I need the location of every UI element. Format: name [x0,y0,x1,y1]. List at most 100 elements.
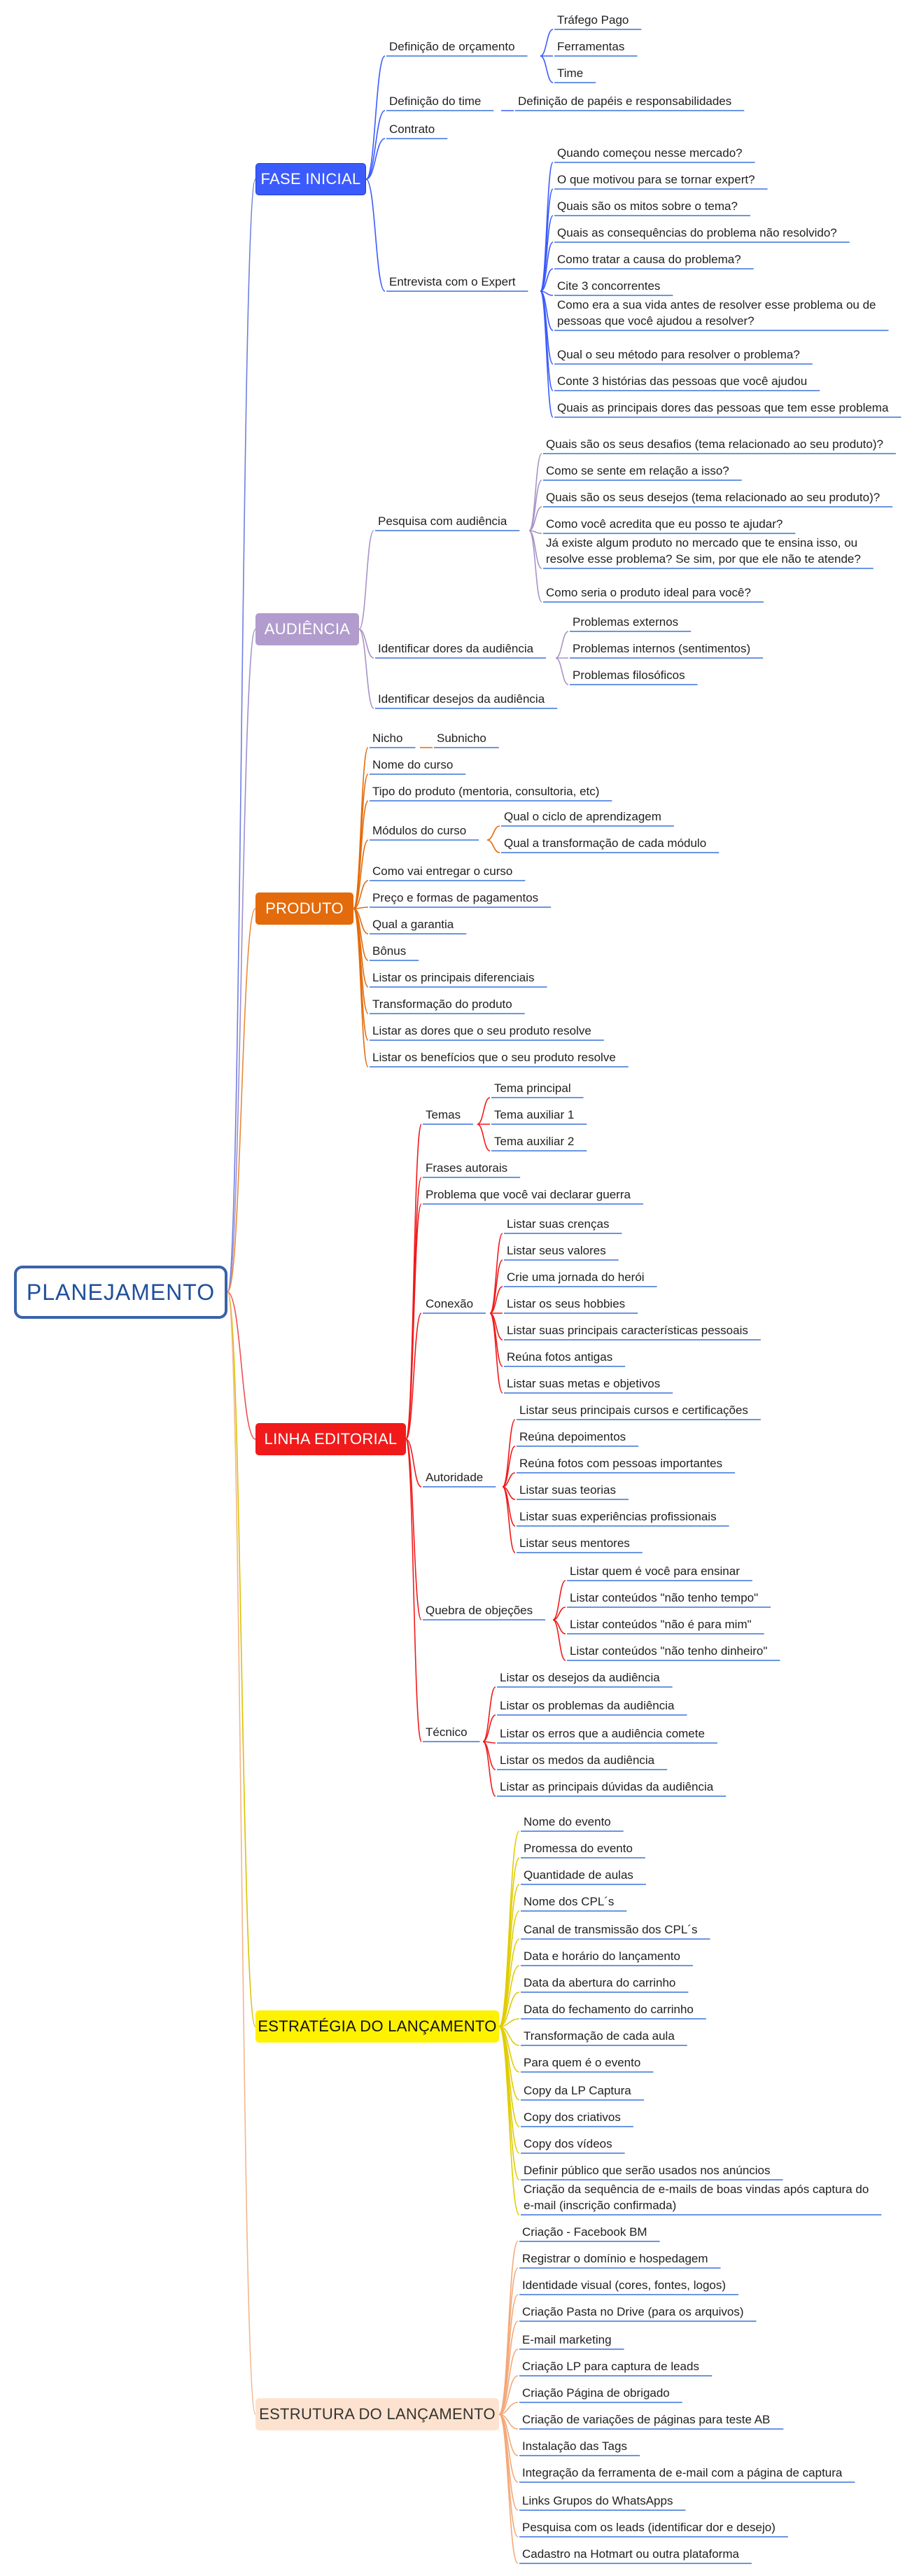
node-0-2[interactable]: Contrato [389,121,435,137]
node-5-2[interactable]: Identidade visual (cores, fontes, logos) [522,2277,726,2293]
node-3-4-1[interactable]: Reúna depoimentos [519,1429,626,1445]
node-5-4[interactable]: E-mail marketing [522,2332,612,2348]
node-0-3-8[interactable]: Conte 3 histórias das pessoas que você a… [557,373,807,389]
node-0-0-2[interactable]: Time [557,65,583,81]
node-3-3[interactable]: Conexão [426,1296,473,1312]
node-1-1-2[interactable]: Problemas filosóficos [573,667,685,683]
node-0-3-1[interactable]: O que motivou para se tornar expert? [557,172,755,188]
node-3-4-0[interactable]: Listar seus principais cursos e certific… [519,1402,748,1418]
node-1-2[interactable]: Identificar desejos da audiência [378,691,545,707]
node-5-7[interactable]: Criação de variações de páginas para tes… [522,2412,770,2428]
branch-produto[interactable]: PRODUTO [255,892,353,925]
node-5-6[interactable]: Criação Página de obrigado [522,2385,670,2401]
node-5-1[interactable]: Registrar o domínio e hospedagem [522,2250,708,2267]
node-4-1[interactable]: Promessa do evento [524,1840,633,1856]
node-2-1[interactable]: Nome do curso [372,757,453,773]
node-3-3-6[interactable]: Listar suas metas e objetivos [507,1376,660,1392]
node-0-3-6[interactable]: Como era a sua vida antes de resolver es… [557,297,876,329]
node-1-0-2[interactable]: Quais são os seus desejos (tema relacion… [546,489,880,505]
branch-linha-editorial[interactable]: LINHA EDITORIAL [255,1423,406,1455]
node-2-8[interactable]: Listar os principais diferenciais [372,969,535,986]
node-3-2[interactable]: Problema que você vai declarar guerra [426,1186,631,1203]
node-0-0[interactable]: Definição de orçamento [389,38,515,55]
node-2-9[interactable]: Transformação do produto [372,996,512,1012]
node-0-1[interactable]: Definição do time [389,93,481,109]
node-3-6[interactable]: Técnico [426,1724,468,1740]
node-3-5-1[interactable]: Listar conteúdos "não tenho tempo" [570,1590,758,1606]
node-2-3-1[interactable]: Qual a transformação de cada módulo [504,835,706,851]
branch-fase-inicial[interactable]: FASE INICIAL [255,163,366,195]
node-4-9[interactable]: Para quem é o evento [524,2054,640,2071]
node-0-3-0[interactable]: Quando começou nesse mercado? [557,145,743,161]
node-4-3[interactable]: Nome dos CPL´s [524,1893,614,1910]
node-5-10[interactable]: Links Grupos do WhatsApps [522,2493,673,2509]
node-1-1-0[interactable]: Problemas externos [573,614,678,630]
node-4-2[interactable]: Quantidade de aulas [524,1867,633,1883]
node-3-5-0[interactable]: Listar quem é você para ensinar [570,1563,740,1579]
node-5-3[interactable]: Criação Pasta no Drive (para os arquivos… [522,2304,744,2320]
node-2-3-0[interactable]: Qual o ciclo de aprendizagem [504,808,661,825]
node-2-0-0[interactable]: Subnicho [437,730,486,746]
node-1-0-4[interactable]: Já existe algum produto no mercado que t… [546,535,861,567]
node-2-5[interactable]: Preço e formas de pagamentos [372,890,538,906]
node-4-0[interactable]: Nome do evento [524,1814,611,1830]
node-3-4-4[interactable]: Listar suas experiências profissionais [519,1508,717,1525]
node-2-11[interactable]: Listar os benefícios que o seu produto r… [372,1049,616,1065]
node-3-4[interactable]: Autoridade [426,1469,483,1485]
node-2-0[interactable]: Nicho [372,730,402,746]
node-0-3-5[interactable]: Cite 3 concorrentes [557,278,660,294]
node-3-3-1[interactable]: Listar seus valores [507,1242,606,1259]
node-1-0-0[interactable]: Quais são os seus desafios (tema relacio… [546,436,883,452]
node-3-3-4[interactable]: Listar suas principais características p… [507,1322,748,1338]
node-5-0[interactable]: Criação - Facebook BM [522,2224,647,2240]
branch-estrutura-do-lan-amento[interactable]: ESTRUTURA DO LANÇAMENTO [255,2398,499,2430]
node-3-5-2[interactable]: Listar conteúdos "não é para mim" [570,1616,752,1632]
node-3-6-4[interactable]: Listar as principais dúvidas da audiênci… [500,1779,713,1795]
node-0-3-4[interactable]: Como tratar a causa do problema? [557,251,741,267]
node-3-5[interactable]: Quebra de objeções [426,1602,533,1618]
node-2-4[interactable]: Como vai entregar o curso [372,863,512,879]
node-3-3-0[interactable]: Listar suas crenças [507,1216,609,1232]
node-0-3[interactable]: Entrevista com o Expert [389,274,515,290]
node-3-4-3[interactable]: Listar suas teorias [519,1482,616,1498]
node-3-3-3[interactable]: Listar os seus hobbies [507,1296,625,1312]
node-5-11[interactable]: Pesquisa com os leads (identificar dor e… [522,2519,776,2535]
node-4-4[interactable]: Canal de transmissão dos CPL´s [524,1921,698,1938]
node-4-13[interactable]: Definir público que serão usados nos anú… [524,2162,771,2178]
node-0-3-3[interactable]: Quais as consequências do problema não r… [557,225,837,241]
node-4-6[interactable]: Data da abertura do carrinho [524,1975,675,1991]
branch-audi-ncia[interactable]: AUDIÊNCIA [255,613,359,645]
node-4-11[interactable]: Copy dos criativos [524,2109,621,2125]
node-1-0-1[interactable]: Como se sente em relação a isso? [546,463,729,479]
node-4-10[interactable]: Copy da LP Captura [524,2082,631,2099]
node-4-14[interactable]: Criação da sequência de e-mails de boas … [524,2181,869,2213]
branch-estrat-gia-do-lan-amento[interactable]: ESTRATÉGIA DO LANÇAMENTO [255,2010,499,2043]
node-3-6-3[interactable]: Listar os medos da audiência [500,1752,654,1768]
node-3-3-5[interactable]: Reúna fotos antigas [507,1349,612,1365]
node-0-0-0[interactable]: Tráfego Pago [557,12,629,28]
node-3-6-2[interactable]: Listar os erros que a audiência comete [500,1726,705,1742]
node-3-6-0[interactable]: Listar os desejos da audiência [500,1670,660,1686]
node-4-12[interactable]: Copy dos vídeos [524,2136,612,2152]
node-1-0[interactable]: Pesquisa com audiência [378,513,507,529]
node-3-0[interactable]: Temas [426,1107,461,1123]
node-0-3-9[interactable]: Quais as principais dores das pessoas qu… [557,400,888,416]
node-0-3-7[interactable]: Qual o seu método para resolver o proble… [557,346,800,363]
node-0-0-1[interactable]: Ferramentas [557,38,624,55]
node-2-2[interactable]: Tipo do produto (mentoria, consultoria, … [372,783,599,799]
node-1-0-5[interactable]: Como seria o produto ideal para você? [546,584,751,601]
node-4-8[interactable]: Transformação de cada aula [524,2028,675,2044]
node-5-5[interactable]: Criação LP para captura de leads [522,2358,699,2374]
node-5-12[interactable]: Cadastro na Hotmart ou outra plataforma [522,2546,739,2562]
node-4-7[interactable]: Data do fechamento do carrinho [524,2001,694,2017]
node-3-5-3[interactable]: Listar conteúdos "não tenho dinheiro" [570,1643,767,1659]
node-1-1[interactable]: Identificar dores da audiência [378,640,533,657]
node-1-1-1[interactable]: Problemas internos (sentimentos) [573,640,750,657]
node-2-10[interactable]: Listar as dores que o seu produto resolv… [372,1023,591,1039]
node-5-8[interactable]: Instalação das Tags [522,2438,627,2454]
node-2-6[interactable]: Qual a garantia [372,916,454,932]
node-3-6-1[interactable]: Listar os problemas da audiência [500,1698,674,1714]
node-1-0-3[interactable]: Como você acredita que eu posso te ajuda… [546,516,783,532]
node-2-3[interactable]: Módulos do curso [372,822,466,839]
root-node[interactable]: PLANEJAMENTO [14,1266,227,1319]
